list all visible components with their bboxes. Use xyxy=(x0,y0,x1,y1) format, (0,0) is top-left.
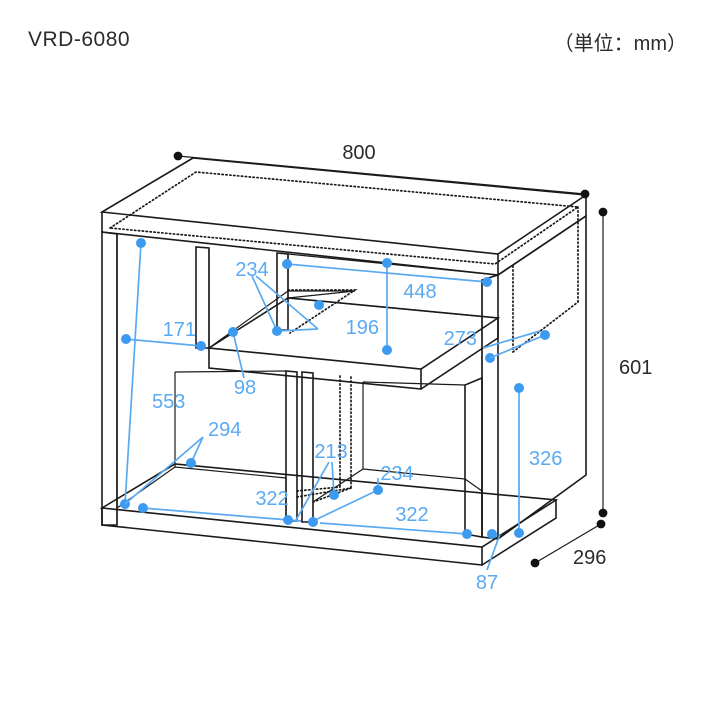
dim-213-leader-1 xyxy=(331,461,335,496)
cubby-hidden-bottom xyxy=(287,289,358,334)
dim-98-leader xyxy=(232,331,245,379)
dim-553-dot-top xyxy=(136,238,146,248)
dim-87-leader xyxy=(486,533,501,571)
dim-196-dot-top xyxy=(382,258,392,268)
lower-left-bay-back-top xyxy=(174,370,287,373)
middle-shelf-right-edge xyxy=(420,318,499,390)
left-divider-panel xyxy=(195,246,210,349)
right-side-panel xyxy=(481,273,499,540)
dim-553-label: 553 xyxy=(152,391,185,413)
dim-322a-dot-left xyxy=(138,503,148,513)
dim-322b-line xyxy=(319,522,468,535)
dim-196-dot-bottom xyxy=(382,345,392,355)
dim-294-dot-upper xyxy=(186,458,196,468)
dim-234a-dot-right xyxy=(314,300,324,310)
right-lower-divider xyxy=(464,376,483,538)
dim-273-label: 273 xyxy=(444,328,477,350)
unit-note: （単位：mm） xyxy=(553,33,687,55)
dim-448-label: 448 xyxy=(403,281,436,303)
dim-234b-label: 234 xyxy=(380,463,413,485)
bottom-board-right-edge xyxy=(481,500,557,566)
dim-326-label: 326 xyxy=(529,448,562,470)
dim-234a-connector xyxy=(276,328,319,332)
dim-234b-connector xyxy=(312,489,379,522)
dim-800-label: 800 xyxy=(342,142,375,164)
dim-296-line xyxy=(534,523,602,564)
center-divider-hidden-base-b xyxy=(296,487,352,498)
dim-273-leader-2 xyxy=(489,334,546,359)
dim-171-dot-left xyxy=(121,334,131,344)
left-side-panel xyxy=(101,231,118,526)
dim-294-leader-1 xyxy=(124,436,204,505)
dim-234a-leader-1 xyxy=(251,275,278,332)
top-board-front-edge xyxy=(101,212,499,276)
dim-234b-dot xyxy=(373,485,383,495)
dim-322a-dot-right xyxy=(283,515,293,525)
cubby-right-wedge xyxy=(287,290,356,299)
dim-322a-line xyxy=(142,507,302,522)
dim-234a-leader-2 xyxy=(255,275,319,330)
dim-322a-label: 322 xyxy=(255,488,288,510)
lower-right-bay-back-top xyxy=(362,381,466,386)
dim-601-dot-bottom xyxy=(598,508,608,518)
dim-553-line xyxy=(124,242,142,505)
dim-213-dot-upper xyxy=(329,490,339,500)
dim-171-dot-right xyxy=(196,341,206,351)
dim-294-label: 294 xyxy=(208,419,241,441)
dim-601-label: 601 xyxy=(619,357,652,379)
cabinet-geometry xyxy=(99,157,589,566)
dim-98-label: 98 xyxy=(234,377,256,399)
dim-448-dot-left xyxy=(282,259,292,269)
dim-296-dot-top xyxy=(596,519,606,529)
upper-compartment-back-bottom xyxy=(287,297,499,319)
dim-800-line xyxy=(177,155,586,195)
dim-213-leader-2 xyxy=(295,461,330,521)
middle-shelf-front-edge xyxy=(208,348,422,390)
dim-196-label: 196 xyxy=(346,317,379,339)
dim-448-dot-right xyxy=(482,277,492,287)
dim-234a-label: 234 xyxy=(235,259,268,281)
dim-273-leader xyxy=(482,330,541,349)
dim-234b-dot-left xyxy=(308,517,318,527)
internal-dimensions: 448 196 234 171 553 xyxy=(120,238,562,594)
dim-171-line xyxy=(125,338,202,347)
dim-296-label: 296 xyxy=(573,547,606,569)
dim-326-dot-top xyxy=(514,383,524,393)
overall-dimensions: 800 601 296 xyxy=(173,142,652,569)
top-board-hidden-rim xyxy=(107,171,581,265)
dim-601-dot-top xyxy=(598,207,608,217)
dim-87-label: 87 xyxy=(476,572,498,594)
dim-213-label: 213 xyxy=(314,441,347,463)
dim-273-dot-outer xyxy=(540,330,550,340)
dim-800-dot-left xyxy=(173,151,183,161)
lower-right-bay-right-floor xyxy=(464,478,483,492)
cubby-bottom-face xyxy=(208,290,355,349)
dim-322b-dot-right xyxy=(462,529,472,539)
bottom-board-front-edge xyxy=(101,508,483,566)
dim-800-dot-right xyxy=(580,189,590,199)
upper-compartment-back-top xyxy=(287,253,499,276)
dim-296-dot-bottom xyxy=(530,558,540,568)
page-title: VRD-6080 xyxy=(28,28,131,51)
dim-87-dot xyxy=(487,529,497,539)
right-side-panel-top xyxy=(497,214,587,540)
dim-326-dot-bottom xyxy=(514,528,524,538)
dim-171-label: 171 xyxy=(163,319,196,341)
dim-234a-dot-left xyxy=(272,326,282,336)
dim-98-dot xyxy=(228,327,238,337)
dim-322b-label: 322 xyxy=(395,504,428,526)
